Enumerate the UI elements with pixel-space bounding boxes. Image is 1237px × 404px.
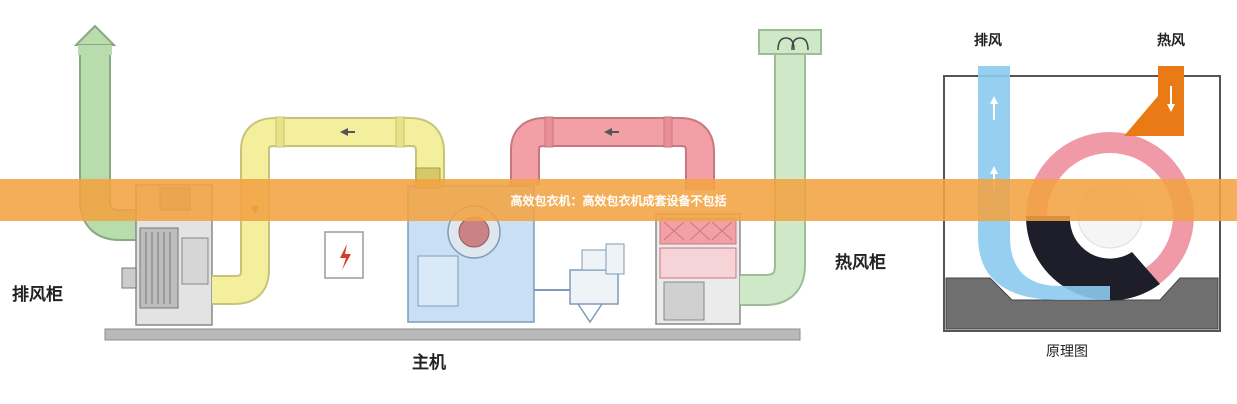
return-flow-arrow-icon — [604, 128, 612, 136]
exhaust-cabinet-label: 排风柜 — [12, 285, 63, 305]
exhaust-up-arrow-icon — [73, 24, 117, 46]
electric-control-box — [324, 231, 364, 279]
hot-air-label: 热风 — [1157, 33, 1185, 49]
principle-tablet-bed — [1025, 216, 1160, 301]
base-rail — [104, 328, 801, 341]
principle-hot-air-flow — [1124, 66, 1184, 136]
main-machine-label: 主机 — [412, 353, 446, 373]
hot-air-inlet-duct — [740, 29, 822, 306]
caption-banner: 高效包衣机：高效包衣机成套设备不包括 — [0, 179, 1237, 221]
hot-air-cabinet-label: 热风柜 — [835, 253, 886, 273]
supply-flow-arrow-icon — [340, 128, 348, 136]
exhaust-air-label: 排风 — [974, 33, 1002, 49]
lightning-bolt-icon — [340, 244, 351, 270]
principle-diagram-title: 原理图 — [1046, 344, 1088, 360]
hot-air-cabinet-unit — [655, 213, 741, 325]
caption-text: 高效包衣机：高效包衣机成套设备不包括 — [510, 193, 727, 208]
liquid-pump — [534, 243, 625, 324]
principle-base — [945, 277, 1219, 330]
return-duct — [510, 116, 715, 190]
